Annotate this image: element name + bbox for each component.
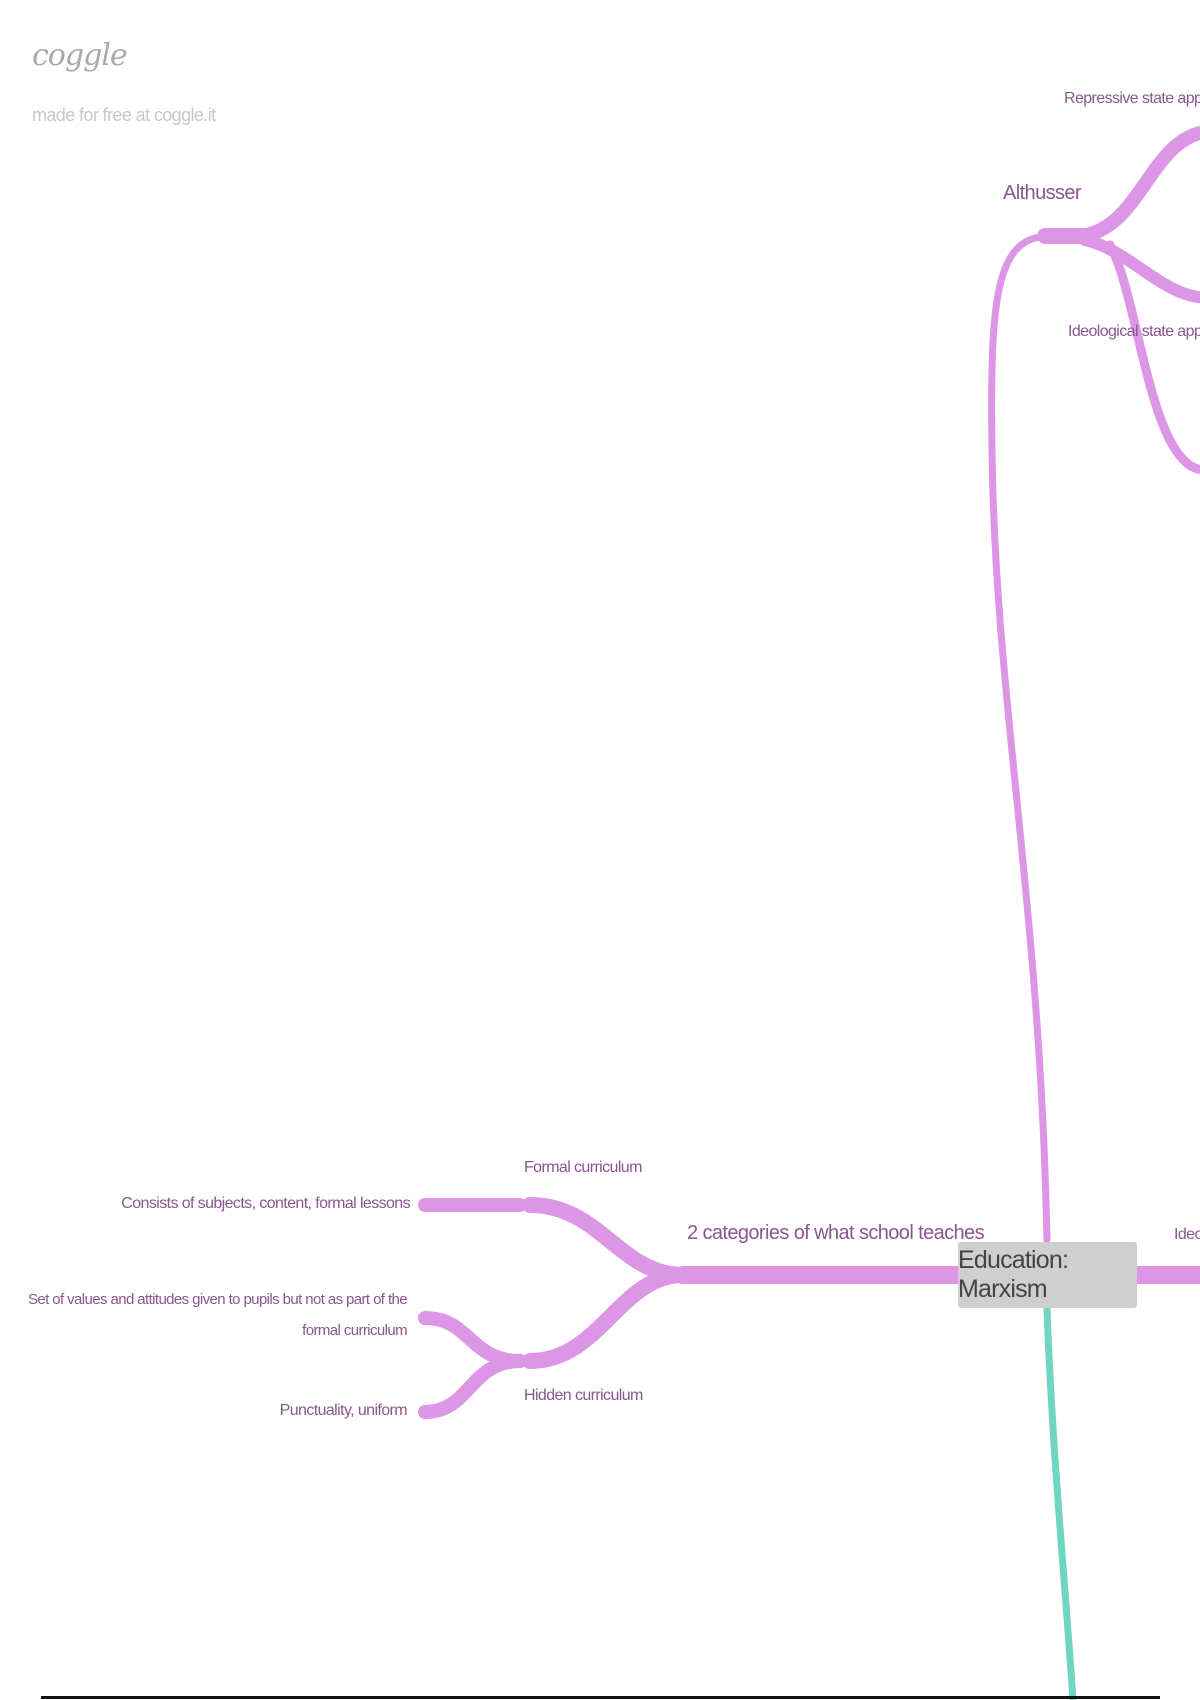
- node-hidden-curriculum[interactable]: Hidden curriculum: [524, 1387, 643, 1404]
- made-with-coggle-link[interactable]: made for free at coggle.it: [32, 105, 216, 125]
- coggle-logo[interactable]: coggle: [32, 38, 128, 73]
- node-formal-curriculum[interactable]: Formal curriculum: [524, 1159, 642, 1176]
- node-hidden-detail-line1[interactable]: Set of values and attitudes given to pup…: [27, 1291, 408, 1308]
- branch-hidden: [522, 1267, 691, 1369]
- node-ideological-state-apparatus[interactable]: Ideological state appa: [1068, 323, 1200, 340]
- root-node[interactable]: Education: Marxism: [958, 1242, 1137, 1308]
- node-althusser[interactable]: Althusser: [1003, 182, 1082, 204]
- branch-repressive: [1073, 126, 1200, 243]
- node-repressive-state-apparatus[interactable]: Repressive state appa: [1064, 90, 1200, 107]
- branch-hidden-detail-2: [418, 1354, 527, 1419]
- branch-green: [1043, 1307, 1077, 1700]
- node-formal-detail[interactable]: Consists of subjects, content, formal le…: [121, 1195, 410, 1212]
- branch-althusser: [988, 232, 1054, 1244]
- node-punctuality[interactable]: Punctuality, uniform: [279, 1402, 408, 1419]
- bottom-divider: [41, 1696, 1160, 1699]
- branch-ideological: [1105, 240, 1200, 474]
- node-right-branch[interactable]: Ideo: [1174, 1226, 1200, 1243]
- node-hidden-detail-line2[interactable]: formal curriculum: [302, 1322, 407, 1339]
- branch-formal: [522, 1197, 691, 1283]
- branch-hidden-detail-1: [418, 1311, 527, 1368]
- node-categories[interactable]: 2 categories of what school teaches: [687, 1222, 985, 1244]
- branch-repressive-2: [1079, 234, 1200, 304]
